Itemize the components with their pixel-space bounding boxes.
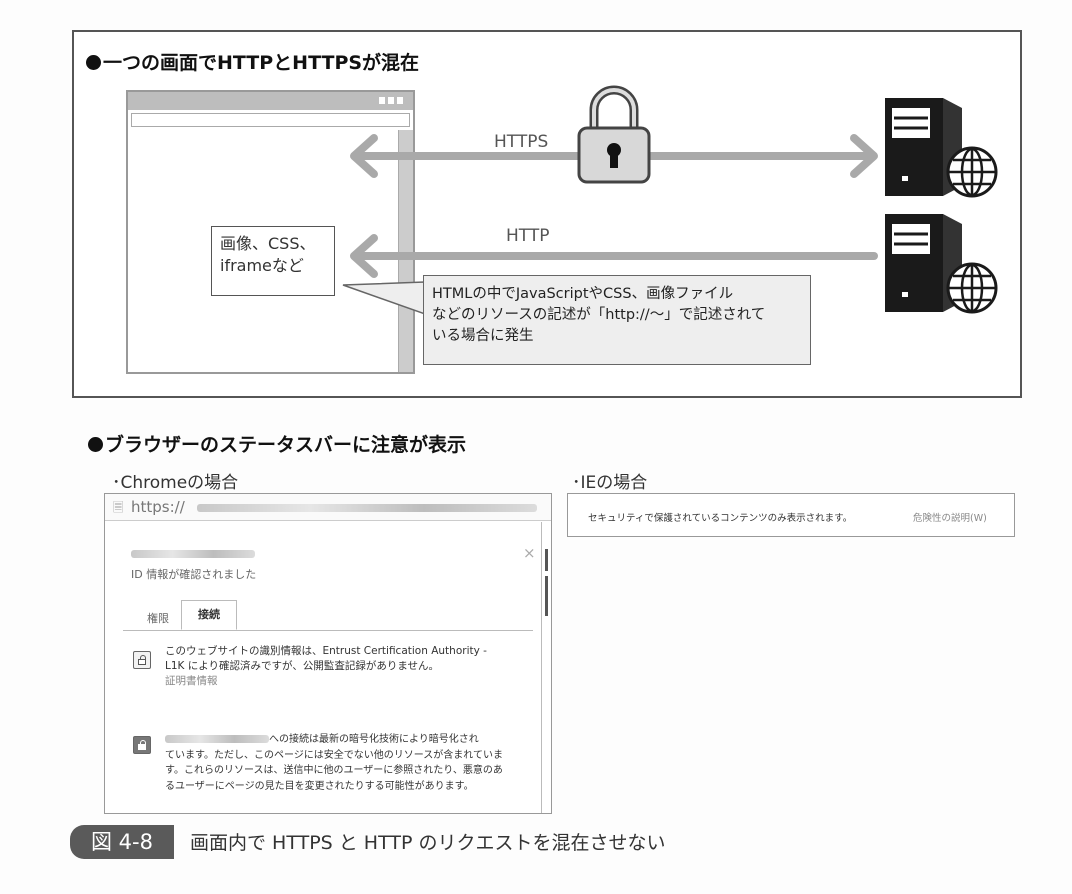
connection-info-line: す。これらのリソースは、送信中に他のユーザーに参照されたり、悪意のあ [165,765,503,776]
ie-label: ･IEの場合 [572,473,648,493]
bullet-icon [88,437,103,452]
figure-caption: 図 4-8 画面内で HTTPS と HTTP のリクエストを混在させない [70,825,1030,863]
server-https-icon [885,98,998,198]
bubble-line: いる場合に発生 [432,328,534,344]
page-icon: 🗏 [113,501,124,516]
window-button-icon [397,97,403,104]
bullet-icon [86,55,101,70]
cert-info-line: L1K により確認済みですが、公開監査記録がありません。 [165,660,440,672]
mixed-content-diagram: 一つの画面でHTTPとHTTPSが混在 HTTPS HTTP [72,30,1022,398]
https-arrow-left-head [350,134,378,178]
cert-info-text: このウェブサイトの識別情報は、Entrust Certification Aut… [165,644,487,689]
explanation-bubble: HTMLの中でJavaScriptやCSS、画像ファイル などのリソースの記述が… [423,275,811,365]
resource-note-line: iframeなど [220,256,304,275]
close-icon[interactable]: × [523,544,536,562]
figure-number: 図 4-8 [70,825,174,859]
chrome-tab-strip [123,602,533,631]
connection-info-text: への接続は最新の暗号化技術により暗号化され ています。ただし、このページには安全… [165,732,503,794]
chrome-url-bar[interactable]: 🗏 https:// [105,494,551,521]
cert-info-line: このウェブサイトの識別情報は、Entrust Certification Aut… [165,645,487,657]
scroll-marker [545,594,548,616]
status-section-title: ブラウザーのステータスバーに注意が表示 [88,430,466,457]
ie-status-bar: セキュリティで保護されているコンテンツのみ表示されます。 危険性の説明(W) [567,493,1015,537]
resource-note-line: 画像、CSS、 [220,234,316,253]
connection-info-line: るユーザーにページの見た目を変更されたりする可能性があります。 [165,780,474,792]
tab-permissions[interactable]: 権限 [147,612,169,625]
https-arrow-right-head [850,134,878,178]
callout-pointer [342,281,426,316]
lock-warning-icon [133,736,151,754]
ie-explain-link[interactable]: 危険性の説明(W) [913,513,987,524]
window-button-icon [388,97,394,104]
url-redacted [197,504,537,512]
diagram-title: 一つの画面でHTTPとHTTPSが混在 [86,48,419,75]
window-button-icon [379,97,385,104]
tab-connection[interactable]: 接続 [181,600,237,630]
address-bar [131,113,410,127]
window-titlebar [128,92,413,110]
lock-icon [133,651,151,669]
server-http-icon [885,214,998,314]
cert-info-link[interactable]: 証明書情報 [165,675,218,687]
ie-message: セキュリティで保護されているコンテンツのみ表示されます。 [588,513,853,524]
bubble-line: HTMLの中でJavaScriptやCSS、画像ファイル [432,286,734,302]
connection-info-line: への接続は最新の暗号化技術により暗号化され [269,734,479,745]
site-name-redacted [131,550,255,558]
chrome-label: ･Chromeの場合 [112,473,239,493]
chrome-popup-body: ID 情報が確認されました × 権限 接続 このウェブサイトの識別情報は、Ent… [105,522,542,813]
http-arrow-head [350,234,378,278]
padlock-icon [577,85,651,184]
scroll-marker [545,549,548,571]
scroll-marker [545,576,548,598]
url-prefix: https:// [131,498,185,516]
host-redacted [165,735,269,743]
https-label: HTTPS [494,132,549,152]
figure-caption-text: 画面内で HTTPS と HTTP のリクエストを混在させない [190,832,666,854]
http-label: HTTP [506,226,550,246]
resource-note: 画像、CSS、 iframeなど [211,226,335,296]
bubble-line: などのリソースの記述が「http://～」で記述されて [432,307,766,323]
connection-info-line: ています。ただし、このページには安全でない他のリソースが含まれていま [165,749,503,761]
identity-verified-text: ID 情報が確認されました [131,568,257,581]
browser-window-illustration [126,90,415,374]
chrome-security-popup: 🗏 https:// ID 情報が確認されました × 権限 接続 このウェブサイ… [104,493,552,814]
scrollbar [398,130,413,372]
